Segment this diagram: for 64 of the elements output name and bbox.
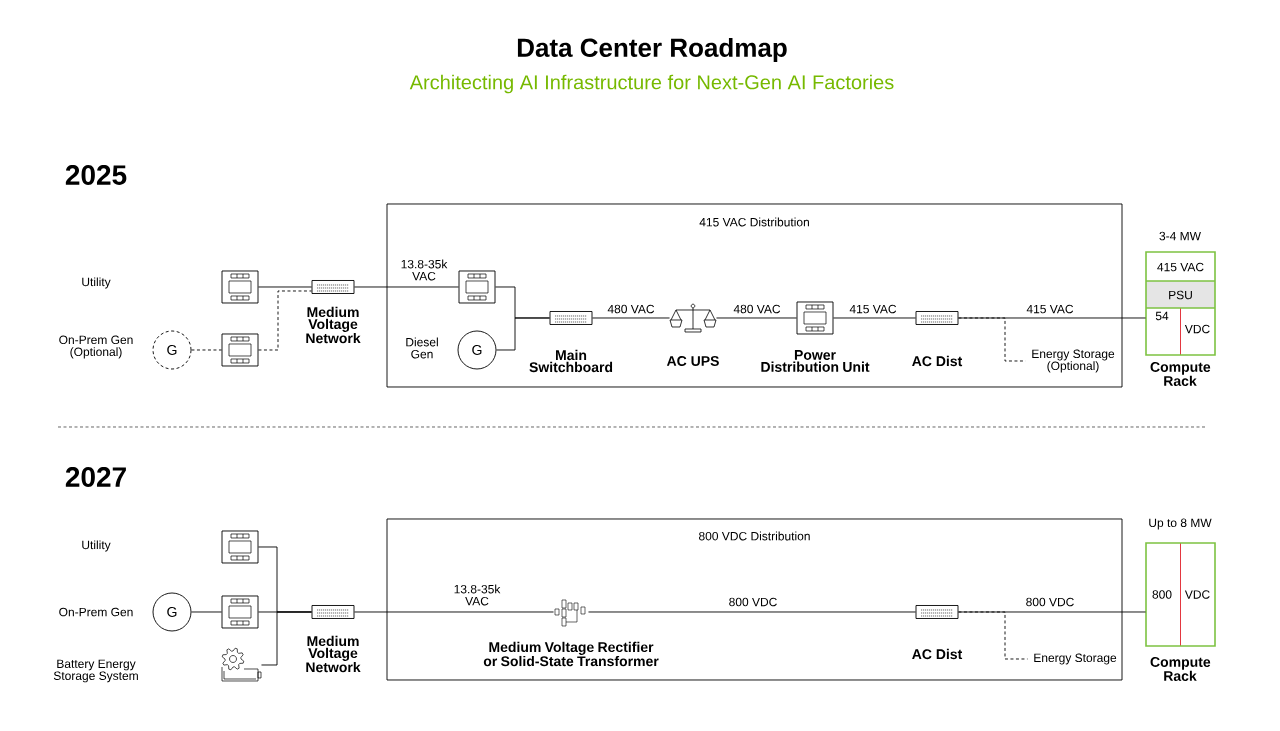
network-switch-icon [311,280,355,294]
component-label: Compute Rack [1150,657,1211,681]
component-label: Compute Rack [1150,362,1211,386]
component-label: Up to 8 MW [1149,518,1212,530]
component-label: 3-4 MW [1159,231,1201,241]
title: Data Center Roadmap [517,37,787,63]
source-label: Battery Energy Storage System [53,659,138,683]
compute-rack: 800 VDC [1145,542,1216,647]
edge-label: 13.8-35k VAC [398,258,450,282]
network-switch-icon [915,311,959,325]
connector-line [258,286,312,288]
connector-line [833,317,916,319]
switchgear-icon [221,595,259,629]
component-label: Medium Voltage Rectifier or Solid-State Transformer [483,641,659,667]
switchgear-icon [221,333,259,367]
switchgear-icon [221,530,259,564]
battery-gear-icon [221,647,262,682]
component-label: Medium Voltage Network [306,635,361,673]
component-label: AC Dist [912,355,963,367]
component-label: Medium Voltage Network [306,306,361,344]
edge-label: 415 VAC [1025,303,1075,315]
edge-label: 800 VDC [1024,596,1076,608]
component-label: AC Dist [912,648,963,660]
connector-line [354,611,554,613]
connector-line [588,611,916,613]
edge-label: 480 VAC [606,303,656,315]
switchgear-icon [458,270,496,304]
component-label: Diesel Gen [406,337,438,359]
edge-label: 415 VAC [848,303,898,315]
source-label: Utility [82,540,111,552]
storage-label: Energy Storage (Optional) [1032,349,1115,373]
compute-rack: 415 VAC PSU 54 VDC [1145,251,1216,356]
source-label: Utility [82,277,111,289]
component-label: Power Distribution Unit [761,350,870,372]
component-label: On-Prem Gen (Optional) [59,335,133,359]
scale-icon [669,303,717,333]
year-heading: 2027 [65,467,126,487]
edge-label: 13.8-35k VAC [451,583,503,607]
rectifier-icon [554,599,586,627]
connector-line [716,317,797,319]
connector-line [496,317,550,351]
edge-label: 800 VDC [727,596,779,608]
connector-line [191,611,222,613]
switchgear-icon [796,301,834,335]
connector-line [258,290,312,351]
connector-line [191,349,222,351]
network-switch-icon [549,311,593,325]
network-switch-icon [915,605,959,619]
connector-line [958,317,1146,319]
connector-line [958,317,1026,362]
storage-label: Energy Storage [1034,653,1117,665]
year-heading: 2025 [65,165,127,185]
component-label: AC UPS [666,356,719,366]
subtitle: Architecting AI Infrastructure for Next-Gen AI Factories [409,74,894,94]
edge-label: 480 VAC [732,303,782,315]
network-switch-icon [311,605,355,619]
switchgear-icon [221,270,259,304]
connector-line [958,611,1146,613]
connector-line [354,286,459,288]
connector-line [261,611,312,666]
connector-line [592,317,670,319]
connector-line [958,611,1028,660]
component-label: On-Prem Gen [59,607,133,617]
component-label: Main Switchboard [529,349,613,373]
